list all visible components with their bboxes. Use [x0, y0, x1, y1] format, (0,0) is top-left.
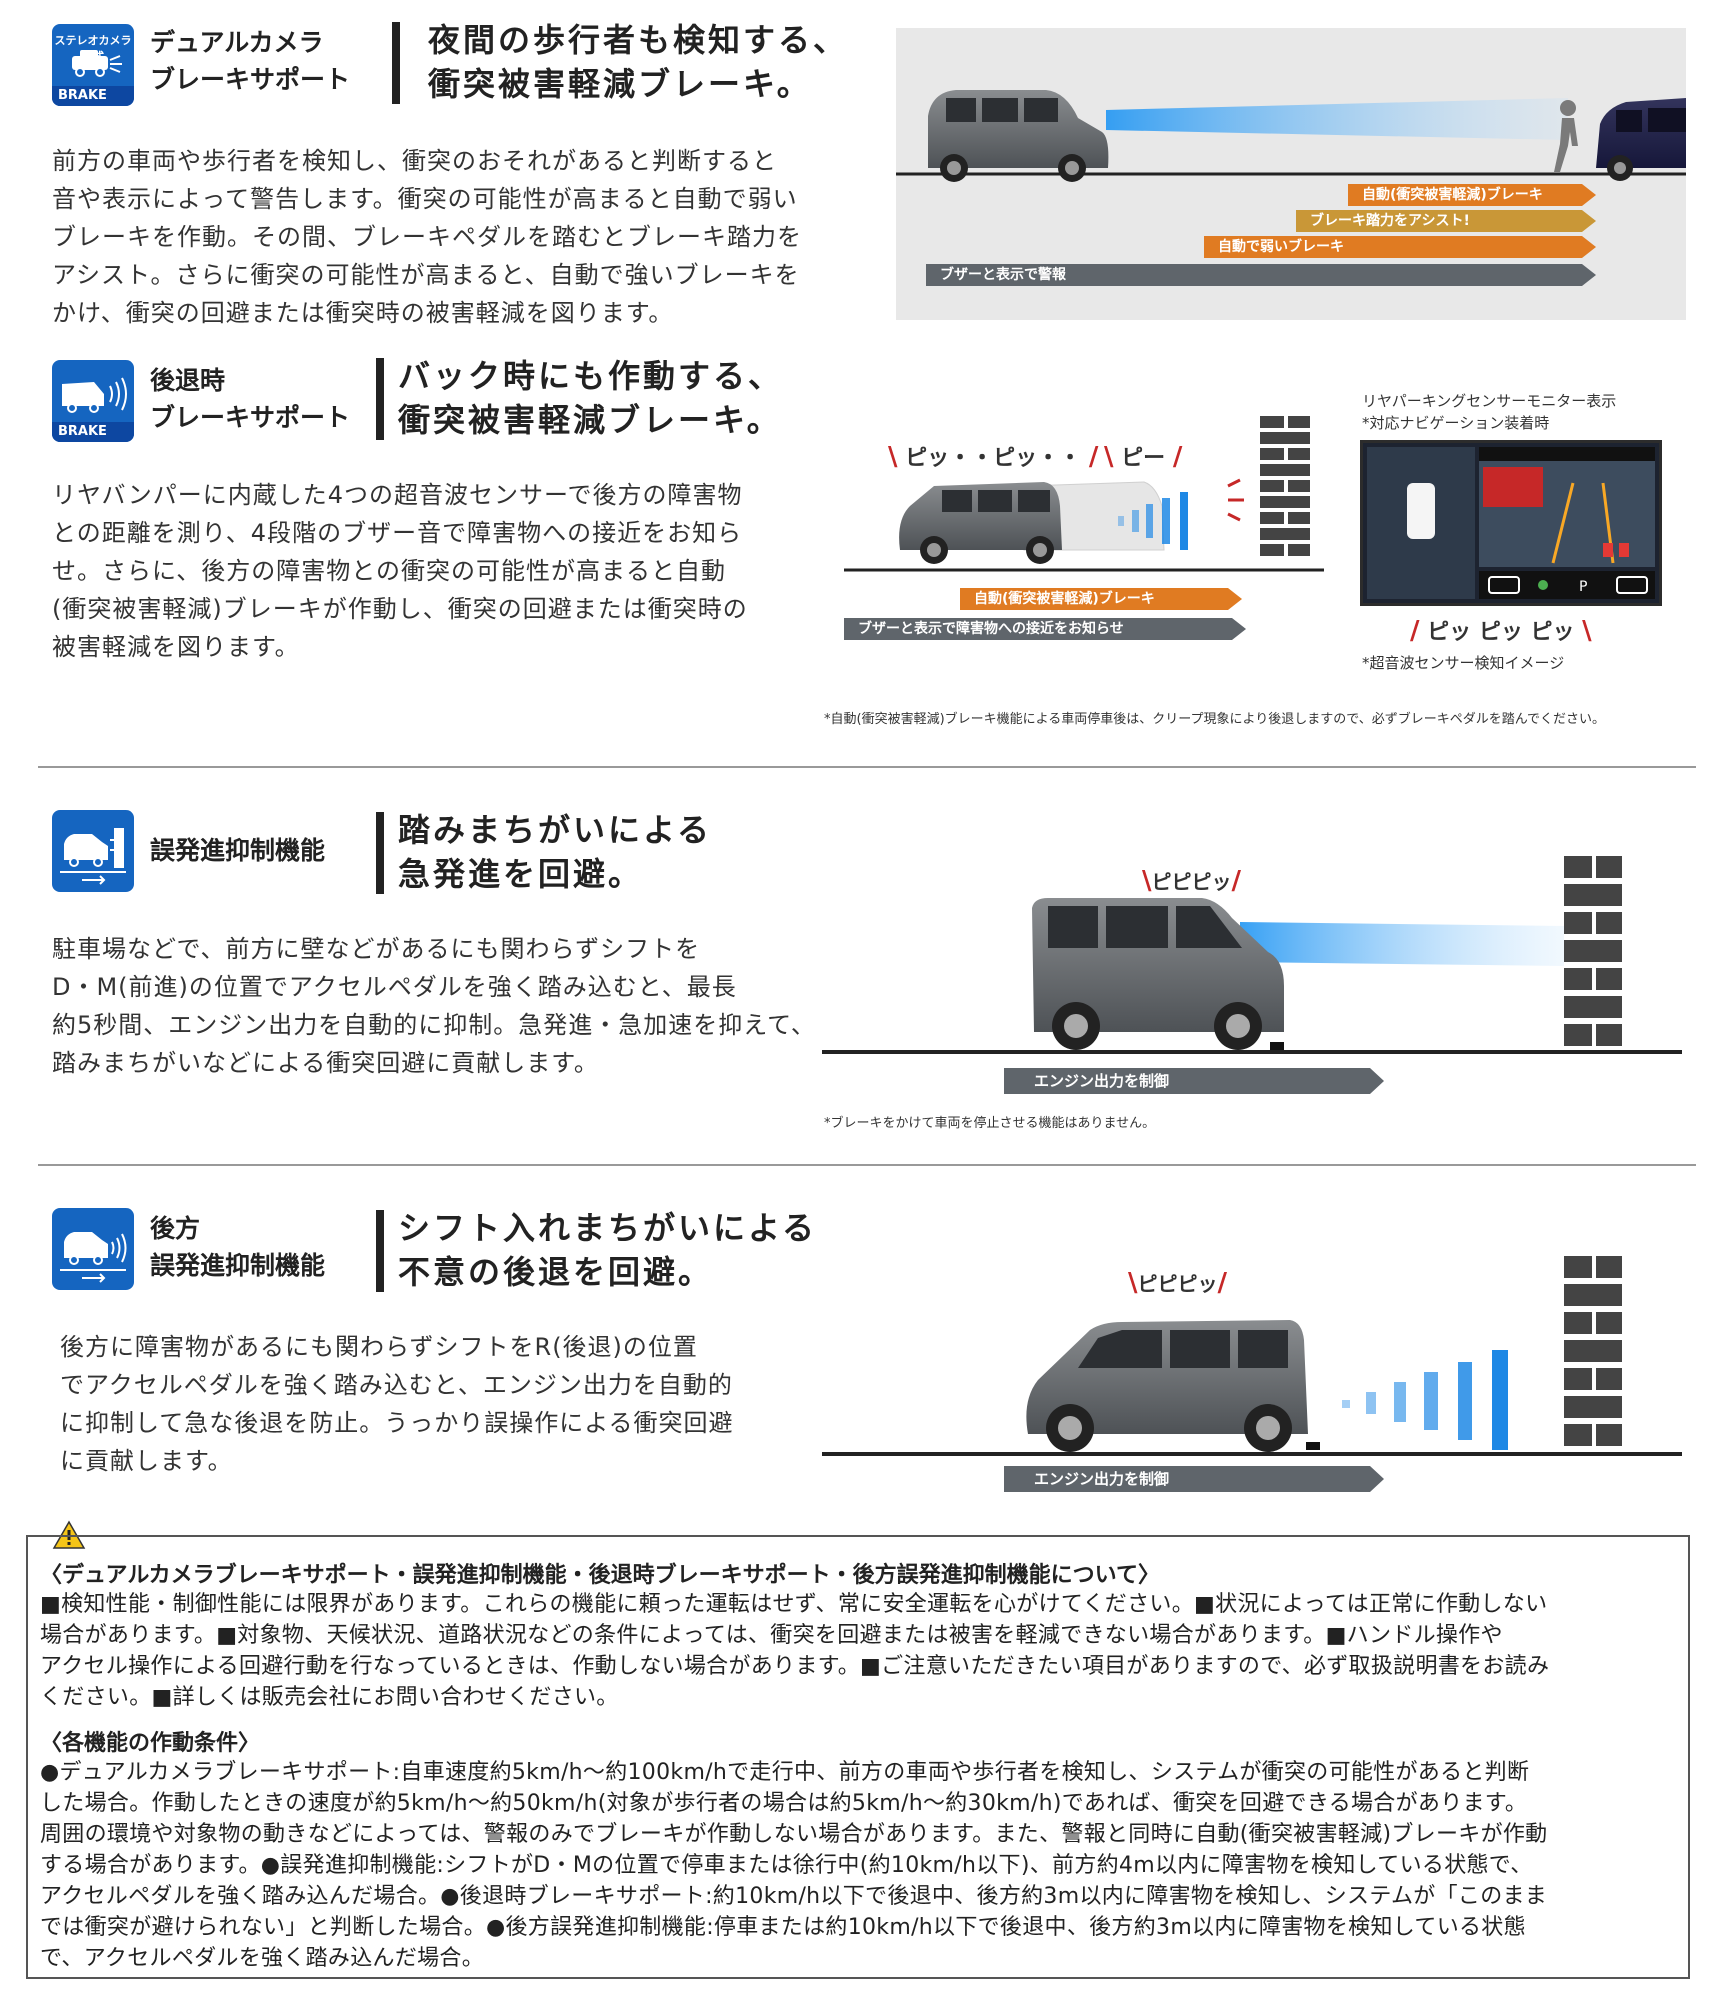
warning-box — [26, 1535, 1690, 1979]
arrow-brake-assist: ブレーキ踏力をアシスト! — [1296, 210, 1596, 232]
parking-sensor-monitor: P — [1360, 440, 1662, 606]
misstart-scene — [822, 856, 1682, 1054]
dual-camera-brake-badge: ステレオカメラ方式 BRAKE — [52, 24, 134, 106]
arrow-engine-control: エンジン出力を制御 — [1004, 1466, 1384, 1492]
monitor-note: *超音波センサー検知イメージ — [1362, 654, 1565, 672]
arrow-auto-brake: 自動(衝突被害軽減)ブレーキ — [1348, 184, 1596, 206]
monitor-screen: P — [1367, 447, 1655, 599]
dual-camera-scene — [896, 90, 1686, 182]
dual-camera-name: デュアルカメラ ブレーキサポート — [150, 28, 351, 94]
headline-bar — [392, 22, 400, 104]
rear-misstart-sound-text: ピピピッ — [1137, 1272, 1218, 1296]
car-wall-icon — [60, 828, 126, 885]
rear-misstart-name: 後方 誤発進抑制機能 — [150, 1214, 326, 1280]
misstart-footnote: *ブレーキをかけて車両を停止させる機能はありません。 — [824, 1116, 1156, 1131]
section-divider — [38, 766, 1696, 768]
reversing-car-icon — [1026, 1320, 1308, 1452]
monitor-caption-2: *対応ナビゲーション装着時 — [1362, 414, 1550, 432]
rear-brake-name: 後退時 ブレーキサポート — [150, 366, 351, 432]
monitor-sound-text: ピッ ピッ ピッ — [1427, 620, 1575, 645]
wall-icon — [1564, 856, 1622, 1046]
arrow-buzzer-warning: ブザーと表示で警報 — [926, 264, 1596, 286]
front-car-icon — [1596, 98, 1686, 181]
section-divider — [38, 1164, 1696, 1166]
misstart-headline: 踏みまちがいによる 急発進を回避。 — [398, 811, 713, 893]
badge-brake-label: BRAKE — [52, 422, 134, 442]
pedestrian-icon — [1554, 100, 1578, 172]
misstart-badge — [52, 810, 134, 892]
reversing-car-icon — [899, 482, 1062, 564]
arrow-rear-buzzer: ブザーと表示で障害物への接近をお知らせ — [844, 618, 1246, 640]
svg-text:P: P — [1579, 579, 1587, 595]
rear-sound-left-text: ピッ・・ピッ・・ — [905, 446, 1082, 471]
misstart-sound-text: ピピピッ — [1151, 870, 1232, 894]
misstart-name: 誤発進抑制機能 — [150, 836, 326, 865]
rear-misstart-badge — [52, 1208, 134, 1290]
dual-camera-headline: 夜間の歩行者も検知する、 衝突被害軽減ブレーキ。 — [428, 21, 849, 103]
misstart-body: 駐車場などで、前方に壁などがあるにも関わらずシフトを D・M(前進)の位置でアク… — [52, 935, 816, 1077]
rear-car-sensor-icon — [62, 377, 127, 413]
rear-sound-left: \ ピッ・・ピッ・・ / — [888, 442, 1099, 472]
rear-brake-footnote: *自動(衝突被害軽減)ブレーキ機能による車両停車後は、クリープ現象により後退しま… — [824, 712, 1606, 727]
rear-misstart-headline: シフト入れまちがいによる 不意の後退を回避。 — [398, 1209, 818, 1291]
wall-icon — [1564, 1256, 1622, 1446]
rear-brake-badge: BRAKE — [52, 360, 134, 442]
misstart-sound: \ピピピッ/ — [1142, 866, 1241, 896]
arrow-weak-brake: 自動で弱いブレーキ — [1204, 236, 1596, 258]
own-car-icon — [928, 90, 1109, 182]
rear-misstart-body: 後方に障害物があるにも関わらずシフトをR(後退)の位置 でアクセルペダルを強く踏… — [60, 1333, 734, 1475]
monitor-caption-1: リヤパーキングセンサーモニター表示 — [1362, 392, 1617, 410]
warning-title-2: 〈各機能の作動条件〉 — [40, 1731, 261, 1756]
rear-car-sensor-icon — [60, 1232, 127, 1283]
warning-text-2: ●デュアルカメラブレーキサポート:自車速度約5km/h〜約100km/hで走行中… — [40, 1760, 1548, 1971]
rear-brake-headline: バック時にも作動する、 衝突被害軽減ブレーキ。 — [398, 357, 784, 439]
dual-camera-body: 前方の車両や歩行者を検知し、衝突のおそれがあると判断すると 音や表示によって警告… — [52, 147, 802, 327]
headline-bar — [376, 1210, 384, 1292]
rear-misstart-scene — [822, 1256, 1682, 1456]
wall-icon — [1260, 416, 1310, 556]
warning-text-1: ■検知性能・制御性能には限界があります。これらの機能に頼った運転はせず、常に安全… — [40, 1592, 1550, 1710]
camera-car-icon — [72, 50, 122, 77]
ultrasonic-waves-icon — [1342, 1350, 1508, 1450]
warning-title-1: 〈デュアルカメラブレーキサポート・誤発進抑制機能・後退時ブレーキサポート・後方誤… — [40, 1563, 1161, 1588]
rear-brake-body: リヤバンパーに内蔵した4つの超音波センサーで後方の障害物 との距離を測り、4段階… — [52, 481, 748, 661]
arrow-rear-auto-brake: 自動(衝突被害軽減)ブレーキ — [960, 588, 1242, 610]
arrow-engine-control: エンジン出力を制御 — [1004, 1068, 1384, 1094]
badge-brake-label: BRAKE — [52, 86, 134, 106]
rear-sound-right: \ ピー / — [1104, 442, 1183, 472]
rear-brake-scene — [844, 416, 1324, 572]
headline-bar — [376, 812, 384, 894]
rear-sound-right-text: ピー — [1121, 446, 1166, 471]
monitor-sound: / ピッ ピッ ピッ \ — [1410, 616, 1592, 646]
rear-misstart-sound: \ピピピッ/ — [1128, 1268, 1227, 1298]
headline-bar — [376, 358, 384, 440]
ultrasonic-waves-icon — [1118, 492, 1188, 550]
dual-camera-illustration: 自動(衝突被害軽減)ブレーキ ブレーキ踏力をアシスト! 自動で弱いブレーキ ブザ… — [896, 28, 1686, 320]
own-car-icon — [1032, 898, 1284, 1050]
